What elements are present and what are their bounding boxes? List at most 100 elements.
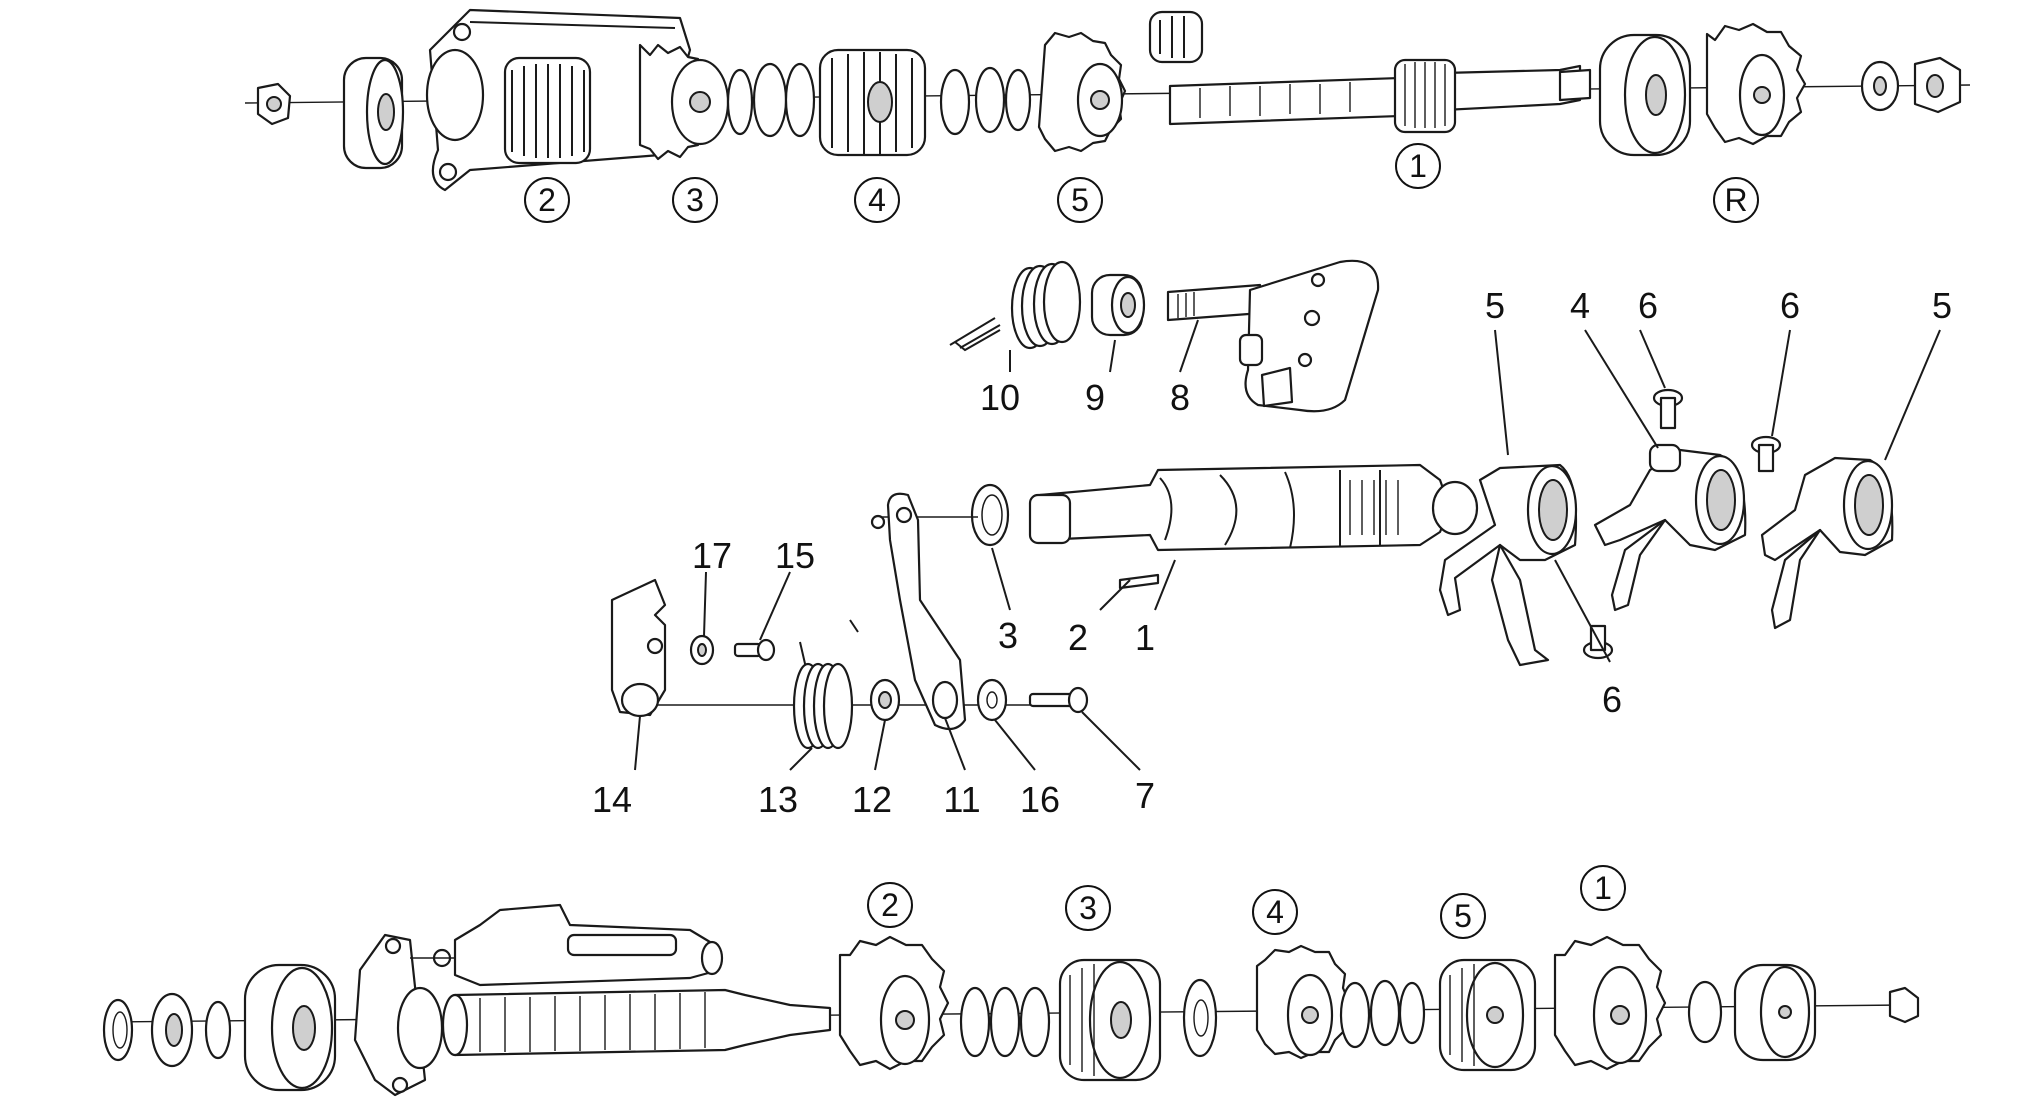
shift-shaft-plate-8: [1166, 259, 1380, 413]
shift-fork-4-middle: [1593, 443, 1747, 612]
flange-plate-bottom: [353, 933, 444, 1097]
top-shaft-assembly: [244, 8, 1971, 192]
part-label-3: 3: [998, 615, 1018, 656]
selector-rod-bottom: [432, 903, 724, 987]
bottom-label-5: 5: [1440, 893, 1486, 939]
part-label-12: 12: [852, 779, 892, 820]
gear-2-top: [503, 56, 592, 165]
bottom-label-1: 1: [1580, 865, 1626, 911]
shaft-nut: [256, 82, 292, 126]
part-label-8: 8: [1170, 377, 1190, 418]
gear-4-bottom: [1255, 944, 1351, 1060]
screw-15: [733, 638, 776, 662]
part-label-1: 1: [1135, 617, 1155, 658]
washer-bottom-mid: [1182, 978, 1218, 1058]
washer-set-bottom-1: [959, 986, 1051, 1058]
washer-bottom-right: [1687, 980, 1723, 1044]
top-gear-labels: 2 3 4 5 1 R: [524, 143, 1759, 223]
part-label-17: 17: [692, 535, 732, 576]
bottom-gear-labels: 2 3 4 5 1: [867, 865, 1626, 939]
selector-drum-1: [1028, 463, 1479, 552]
part-label-16: 16: [1020, 779, 1060, 820]
bolt-6-top-right: [1750, 435, 1782, 473]
gear-5-bottom: [1438, 958, 1537, 1072]
bolt-6-bottom: [1582, 624, 1614, 660]
washer-16: [976, 678, 1008, 722]
svg-text:R: R: [1724, 182, 1747, 218]
part-label-11: 11: [943, 779, 980, 820]
gear-3-top: [638, 43, 730, 161]
washer-set-bottom-2: [1339, 979, 1426, 1049]
pin-2: [1118, 573, 1160, 590]
gear-4-top: [818, 48, 927, 157]
gear-reverse-top: [1705, 22, 1807, 146]
part-label-15: 15: [775, 535, 815, 576]
part-label-2: 2: [1068, 617, 1088, 658]
svg-text:1: 1: [1594, 870, 1612, 906]
svg-text:4: 4: [868, 182, 886, 218]
bearing-bottom-left: [243, 963, 337, 1092]
part-label-10: 10: [980, 377, 1020, 418]
part-label-14: 14: [592, 779, 632, 820]
gear-1-bottom: [1553, 935, 1667, 1071]
top-label-2: 2: [524, 177, 570, 223]
svg-text:3: 3: [686, 182, 704, 218]
selector-lever-set: 17 15 14 13 12 11 16 7: [592, 492, 1155, 820]
gear-5-top: [1037, 31, 1127, 153]
svg-text:2: 2: [538, 182, 556, 218]
bottom-shaft-assembly: [102, 903, 1920, 1097]
end-nut: [1913, 56, 1962, 114]
top-label-3: 3: [672, 177, 718, 223]
part-label-6-b: 6: [1780, 285, 1800, 326]
bolt-7: [1028, 686, 1089, 714]
lever-11: [870, 492, 967, 731]
end-washer: [1860, 60, 1900, 112]
top-main-shaft: [1168, 58, 1592, 134]
shaft-bearing-left: [342, 56, 405, 170]
svg-text:2: 2: [881, 887, 899, 923]
gear-3-bottom: [1058, 958, 1162, 1082]
shift-fork-5-right: [1760, 456, 1894, 630]
part-label-5-right: 5: [1932, 285, 1952, 326]
svg-text:1: 1: [1409, 148, 1427, 184]
part-label-7: 7: [1135, 775, 1155, 816]
floating-bushing: [1148, 10, 1204, 64]
part-label-5-left: 5: [1485, 285, 1505, 326]
part-label-6-a: 6: [1638, 285, 1658, 326]
spring-13: [792, 619, 859, 750]
ring-bottom-left: [204, 1000, 232, 1060]
bottom-main-shaft: [441, 988, 832, 1057]
top-label-1: 1: [1395, 143, 1441, 189]
nut-bottom-right: [1888, 986, 1920, 1024]
washer-bottom-left: [150, 992, 194, 1068]
part-label-6-c: 6: [1602, 679, 1622, 720]
svg-text:5: 5: [1071, 182, 1089, 218]
selector-upper-parts: 10 9 8: [949, 259, 1380, 418]
washer-set-top-2: [939, 66, 1032, 136]
svg-text:3: 3: [1079, 890, 1097, 926]
bottom-label-4: 4: [1252, 889, 1298, 935]
spring-10: [949, 260, 1082, 352]
bottom-label-3: 3: [1065, 885, 1111, 931]
bottom-label-2: 2: [867, 882, 913, 928]
shaft-bearing-right: [1598, 33, 1692, 157]
shift-fork-5-left: [1438, 463, 1578, 667]
washer-set-top-1: [726, 62, 816, 138]
svg-text:4: 4: [1266, 894, 1284, 930]
circlip-3: [970, 483, 1010, 547]
circlip-bottom-left: [102, 998, 134, 1062]
washer-17: [689, 634, 715, 666]
gear-2-bottom: [838, 935, 950, 1071]
top-label-5: 5: [1057, 177, 1103, 223]
part-label-4: 4: [1570, 285, 1590, 326]
washer-12: [869, 678, 901, 722]
detent-plate-14: [610, 578, 667, 718]
part-label-13: 13: [758, 779, 798, 820]
bushing-9: [1090, 273, 1146, 337]
bolt-6-top-mid: [1652, 388, 1684, 430]
svg-text:5: 5: [1454, 898, 1472, 934]
selector-drum-assembly: 5 4 6 6 5 3 2 1 6: [970, 285, 1952, 720]
bearing-bottom-right: [1733, 963, 1817, 1062]
